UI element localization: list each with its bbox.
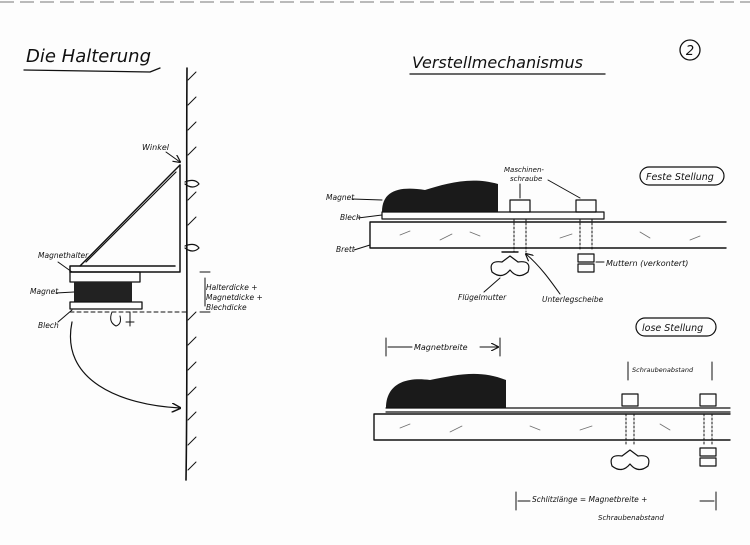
lose-wing-nut <box>610 449 650 471</box>
feste-label-magnet: Magnet <box>326 193 355 202</box>
screw-small <box>125 311 135 327</box>
wall-hatching <box>187 71 197 471</box>
feste-state-label: Feste Stellung <box>646 172 714 183</box>
feste-stellung-diagram: Feste Stellung Magnet Blech Brett Maschi… <box>326 166 727 304</box>
feste-state-oval <box>639 166 725 186</box>
feste-label-schraube-1: Maschinen- <box>504 166 544 174</box>
lose-screw-shaft-left <box>625 413 635 447</box>
feste-fluegel-leader <box>483 277 501 293</box>
schraubenabstand-label: Schraubenabstand <box>632 366 694 374</box>
wall <box>185 67 197 481</box>
blech-leader <box>57 309 73 323</box>
magnetbreite-label: Magnetbreite <box>414 343 468 352</box>
feste-brett <box>369 221 727 249</box>
feste-magnet-leader <box>351 198 383 201</box>
bracket-diagonal-inner <box>85 171 177 263</box>
magnet-holder-assembly: Magnethalter Magnet Blech <box>30 251 187 330</box>
wall-screw-bottom <box>184 243 200 252</box>
lose-magnet <box>386 373 506 408</box>
label-blech-left: Blech <box>38 321 59 330</box>
dim-line3: Blechdicke <box>206 303 247 312</box>
feste-label-blech: Blech <box>340 213 361 222</box>
wing-nut-small <box>110 311 121 327</box>
feste-screw-shaft-left <box>513 218 527 253</box>
lose-brett-grain <box>399 423 671 433</box>
bracket-diagonal <box>79 164 181 267</box>
angle-bracket: Winkel <box>69 143 200 273</box>
lose-blech <box>385 407 731 413</box>
schlitz-ticks <box>515 491 717 511</box>
magnethalter-leader <box>57 261 73 273</box>
feste-screw-head-left <box>509 199 531 213</box>
lose-brett <box>373 413 731 441</box>
feste-nut-2 <box>577 263 595 273</box>
magnetbreite-ticks <box>385 337 501 357</box>
feste-label-fluegelmutter: Flügelmutter <box>458 293 507 302</box>
feste-wing-nut <box>490 255 530 277</box>
formula-line2: Schraubenabstand <box>598 514 664 522</box>
lose-nut-1 <box>699 447 717 457</box>
wall-screw-top <box>184 179 200 188</box>
dim-line2: Magnetdicke + <box>206 293 263 302</box>
magnet-holder <box>69 271 141 283</box>
dim-marks <box>199 271 211 313</box>
magnet-block <box>74 282 132 302</box>
label-magnethalter: Magnethalter <box>38 251 89 260</box>
feste-schraube-leader <box>519 179 581 199</box>
feste-brett-grain <box>399 230 701 241</box>
right-title: Verstellmechanismus <box>412 53 583 72</box>
lose-screw-head-left <box>621 393 639 407</box>
feste-label-brett: Brett <box>336 245 356 254</box>
thickness-dimension: Halterdicke + Magnetdicke + Blechdicke <box>199 271 263 313</box>
left-title: Die Halterung <box>26 46 151 67</box>
lose-stellung-diagram: lose Stellung Magnetbreite Schraubenabst… <box>373 317 731 522</box>
magnet-leader <box>55 291 75 294</box>
feste-magnet <box>382 180 498 212</box>
lose-screw-shaft-right <box>703 413 713 447</box>
lose-state-oval <box>635 317 717 337</box>
feste-blech <box>381 211 605 220</box>
schraubenabstand-ticks <box>627 361 713 381</box>
right-title-group: Verstellmechanismus <box>409 53 606 75</box>
feste-scheibe-leader <box>526 254 561 295</box>
wall-line <box>185 67 188 481</box>
page-number: 2 <box>679 39 701 61</box>
formula-line1: Schlitzlänge = Magnetbreite + <box>532 495 647 504</box>
label-winkel: Winkel <box>142 143 170 152</box>
swing-arrow <box>69 321 180 408</box>
feste-label-schraube-2: schraube <box>510 175 542 183</box>
feste-label-unterlegscheibe: Unterlegscheibe <box>542 295 604 304</box>
dim-line1: Halterdicke + <box>206 283 258 292</box>
feste-label-muttern: Muttern (verkontert) <box>606 259 688 268</box>
lose-state-label: lose Stellung <box>642 323 703 334</box>
winkel-leader <box>165 151 180 162</box>
feste-screw-shaft-right <box>579 218 593 251</box>
feste-brett-leader <box>353 244 371 251</box>
feste-blech-leader <box>357 214 383 219</box>
feste-screw-head-right <box>575 199 597 213</box>
label-magnet: Magnet <box>30 287 59 296</box>
blech-plate <box>69 301 143 310</box>
feste-nut-1 <box>577 253 595 263</box>
left-title-underline <box>23 67 161 73</box>
page-number-circle <box>679 39 701 61</box>
page-number-text: 2 <box>686 44 694 59</box>
left-title-group: Die Halterung <box>23 46 161 73</box>
lose-screw-head-right <box>699 393 717 407</box>
lose-nut-2 <box>699 457 717 467</box>
